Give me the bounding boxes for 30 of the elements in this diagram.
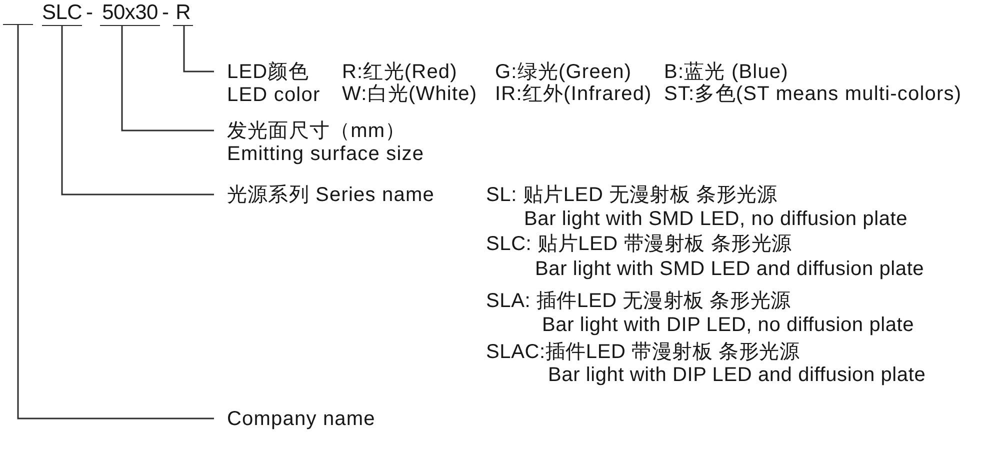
series-translation: Bar light with DIP LED, no diffusion plate [542, 314, 914, 336]
series-option: SLAC:插件LED 带漫射板 条形光源 [486, 341, 800, 364]
color-option: B:蓝光 (Blue) [664, 61, 788, 84]
code-segment: 50x30 [100, 2, 160, 26]
field-label: Company name [227, 408, 376, 430]
field-label: 发光面尺寸（mm） [227, 120, 406, 142]
series-option: SLC: 贴片LED 带漫射板 条形光源 [486, 233, 792, 256]
series-translation: Bar light with SMD LED, no diffusion plate [524, 208, 908, 230]
field-label: Emitting surface size [227, 142, 424, 165]
series-translation: Bar light with SMD LED and diffusion plate [535, 258, 924, 280]
leader-line [61, 26, 214, 196]
field-label: LED color [227, 84, 320, 106]
code-segment: SLC [42, 2, 82, 26]
color-option: W:白光(White) [342, 83, 478, 106]
series-translation: Bar light with DIP LED and diffusion plate [548, 364, 926, 386]
leader-line [17, 25, 214, 420]
color-option: R:红光(Red) [342, 61, 458, 84]
code-separator: - [86, 2, 93, 24]
field-label: LED颜色 [227, 61, 309, 84]
code-separator: - [162, 2, 169, 24]
series-option: SLA: 插件LED 无漫射板 条形光源 [486, 290, 791, 312]
field-label: 光源系列 Series name [227, 184, 434, 206]
code-segment: R [173, 2, 193, 26]
series-option: SL: 贴片LED 无漫射板 条形光源 [486, 184, 778, 206]
color-option: ST:多色(ST means multi-colors) [664, 83, 962, 106]
leader-line [121, 26, 214, 132]
color-option: G:绿光(Green) [495, 61, 632, 84]
leader-line [183, 26, 214, 72]
underline-bar [3, 24, 33, 25]
color-option: IR:红外(Infrared) [495, 83, 652, 106]
